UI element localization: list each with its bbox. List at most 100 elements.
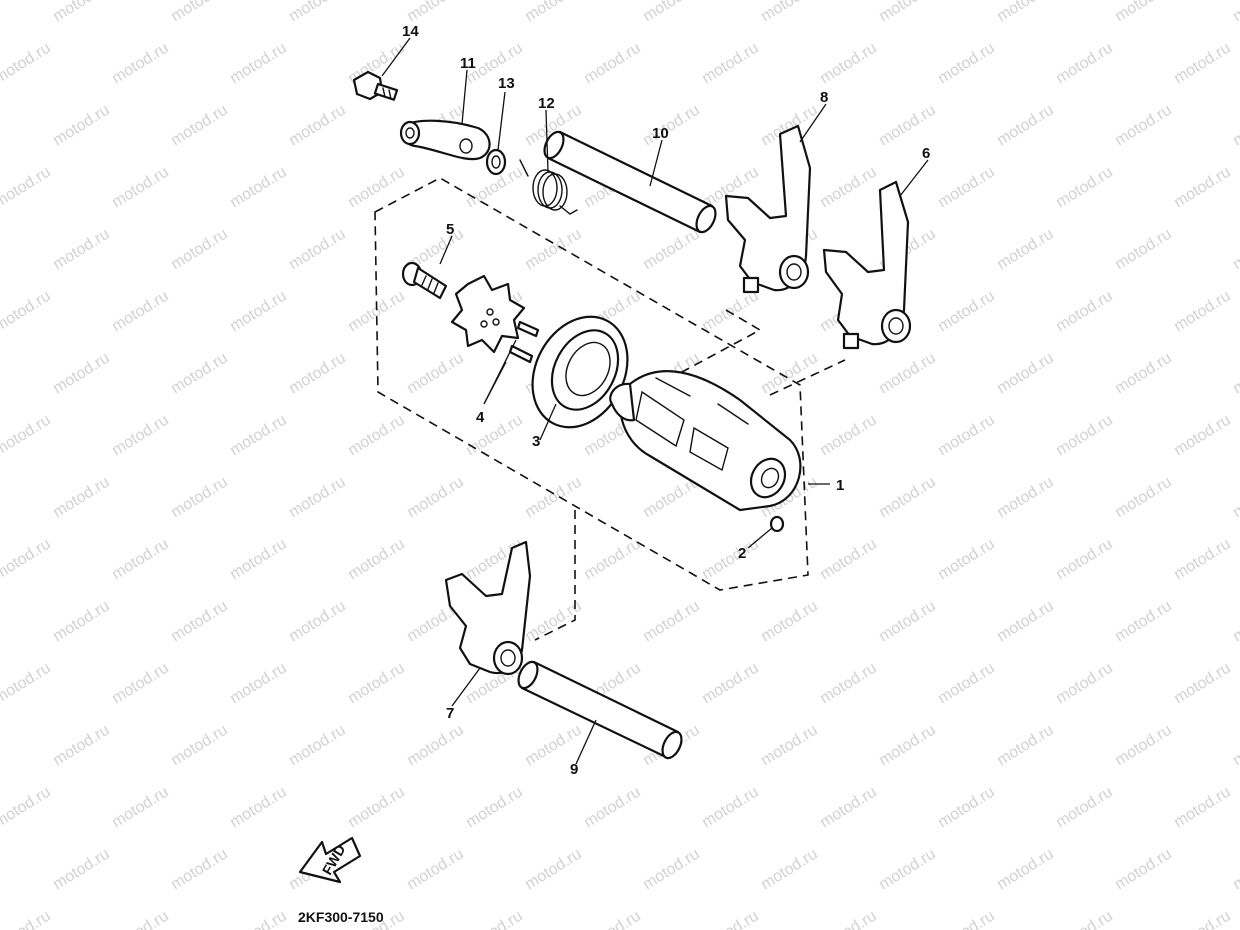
watermark-text: motod.ru bbox=[1053, 908, 1116, 930]
watermark-text: motod.ru bbox=[758, 846, 821, 894]
watermark-text: motod.ru bbox=[404, 350, 467, 398]
callout-4: 4 bbox=[476, 409, 485, 426]
shift-drum bbox=[609, 370, 802, 512]
watermark-text: motod.ru bbox=[286, 474, 349, 522]
watermark-text: motod.ru bbox=[817, 908, 880, 930]
callout-7: 7 bbox=[446, 705, 454, 722]
watermark-text: motod.ru bbox=[168, 0, 231, 25]
watermark-text: motod.ru bbox=[699, 288, 762, 336]
watermark-text: motod.ru bbox=[109, 40, 172, 88]
watermark-text: motod.ru bbox=[227, 288, 290, 336]
watermark-text: motod.ru bbox=[817, 784, 880, 832]
watermark-text: motod.ru bbox=[1171, 412, 1234, 460]
watermark-text: motod.ru bbox=[0, 164, 54, 212]
watermark-text: motod.ru bbox=[1171, 40, 1234, 88]
watermark-text: motod.ru bbox=[876, 846, 939, 894]
watermark-text: motod.ru bbox=[286, 226, 349, 274]
watermark-text: motod.ru bbox=[286, 598, 349, 646]
watermark-text: motod.ru bbox=[876, 598, 939, 646]
watermark-text: motod.ru bbox=[817, 40, 880, 88]
watermark-text: motod.ru bbox=[168, 722, 231, 770]
watermark-text: motod.ru bbox=[109, 288, 172, 336]
watermark-text: motod.ru bbox=[640, 598, 703, 646]
plug-part-2 bbox=[769, 515, 785, 533]
watermark-text: motod.ru bbox=[876, 102, 939, 150]
watermark-text: motod.ru bbox=[935, 908, 998, 930]
watermark-text: motod.ru bbox=[817, 164, 880, 212]
callout-6: 6 bbox=[922, 145, 930, 162]
watermark-text: motod.ru bbox=[286, 350, 349, 398]
watermark-text: motod.ru bbox=[935, 288, 998, 336]
watermark-text: motod.ru bbox=[994, 474, 1057, 522]
screw-part-5 bbox=[401, 261, 448, 300]
assembly-outline bbox=[374, 177, 846, 641]
watermark-text: motod.ru bbox=[109, 660, 172, 708]
watermark-text: motod.ru bbox=[1230, 0, 1240, 25]
shift-fork-part-7 bbox=[444, 540, 532, 676]
watermark-text: motod.ru bbox=[935, 784, 998, 832]
watermark-text: motod.ru bbox=[1053, 40, 1116, 88]
callout-1: 1 bbox=[836, 477, 844, 494]
callout-5: 5 bbox=[446, 221, 454, 238]
watermark-text: motod.ru bbox=[0, 40, 54, 88]
spring-part-12 bbox=[519, 159, 578, 215]
watermark-text: motod.ru bbox=[1112, 722, 1175, 770]
watermark-text: motod.ru bbox=[1230, 598, 1240, 646]
watermark-text: motod.ru bbox=[1171, 908, 1234, 930]
watermark-text: motod.ru bbox=[640, 102, 703, 150]
watermark-text: motod.ru bbox=[581, 784, 644, 832]
watermark-text: motod.ru bbox=[935, 660, 998, 708]
shift-fork-part-6 bbox=[822, 180, 912, 350]
watermark-text: motod.ru bbox=[50, 474, 113, 522]
watermark-text: motod.ru bbox=[0, 908, 54, 930]
watermark-text: motod.ru bbox=[1112, 226, 1175, 274]
watermark-text: motod.ru bbox=[1112, 474, 1175, 522]
watermark-text: motod.ru bbox=[699, 908, 762, 930]
watermark-text: motod.ru bbox=[935, 40, 998, 88]
watermark-text: motod.ru bbox=[227, 536, 290, 584]
watermark-text: motod.ru bbox=[994, 102, 1057, 150]
watermark-text: motod.ru bbox=[1230, 474, 1240, 522]
watermark-text: motod.ru bbox=[50, 102, 113, 150]
shaft-part-9 bbox=[517, 660, 683, 760]
callout-14: 14 bbox=[402, 23, 419, 40]
callout-10: 10 bbox=[652, 125, 669, 142]
watermark-text: motod.ru bbox=[50, 846, 113, 894]
watermark-text: motod.ru bbox=[404, 0, 467, 25]
watermark-text: motod.ru bbox=[1230, 722, 1240, 770]
watermark-text: motod.ru bbox=[522, 226, 585, 274]
watermark-text: motod.ru bbox=[994, 598, 1057, 646]
watermark-text: motod.ru bbox=[463, 784, 526, 832]
watermark-text: motod.ru bbox=[345, 660, 408, 708]
watermark-text: motod.ru bbox=[699, 660, 762, 708]
watermark-text: motod.ru bbox=[404, 846, 467, 894]
watermark-text: motod.ru bbox=[1053, 288, 1116, 336]
watermark-text: motod.ru bbox=[1053, 412, 1116, 460]
watermark-text: motod.ru bbox=[817, 660, 880, 708]
watermark-text: motod.ru bbox=[935, 164, 998, 212]
callout-labels: 1 2 3 4 5 6 7 8 9 10 11 12 13 14 bbox=[402, 23, 930, 778]
watermark-text: motod.ru bbox=[0, 288, 54, 336]
segment-plate bbox=[450, 274, 526, 354]
watermark-text: motod.ru bbox=[345, 412, 408, 460]
watermark-text: motod.ru bbox=[758, 0, 821, 25]
watermark-text: motod.ru bbox=[994, 846, 1057, 894]
watermark-text: motod.ru bbox=[168, 226, 231, 274]
watermark-text: motod.ru bbox=[699, 40, 762, 88]
watermark-text: motod.ru bbox=[1171, 660, 1234, 708]
watermark-text: motod.ru bbox=[994, 722, 1057, 770]
watermark-text: motod.ru bbox=[1112, 598, 1175, 646]
watermark-text: motod.ru bbox=[0, 784, 54, 832]
watermark-text: motod.ru bbox=[522, 0, 585, 25]
watermark-text: motod.ru bbox=[817, 536, 880, 584]
watermark-text: motod.ru bbox=[286, 0, 349, 25]
watermark-text: motod.ru bbox=[1171, 288, 1234, 336]
stopper-lever-part-11 bbox=[399, 119, 491, 161]
watermark-text: motod.ru bbox=[463, 412, 526, 460]
watermark-text: motod.ru bbox=[640, 846, 703, 894]
watermark-text: motod.ru bbox=[345, 164, 408, 212]
watermark-text: motod.ru bbox=[1171, 784, 1234, 832]
watermark-text: motod.ru bbox=[640, 226, 703, 274]
watermark-text: motod.ru bbox=[994, 0, 1057, 25]
